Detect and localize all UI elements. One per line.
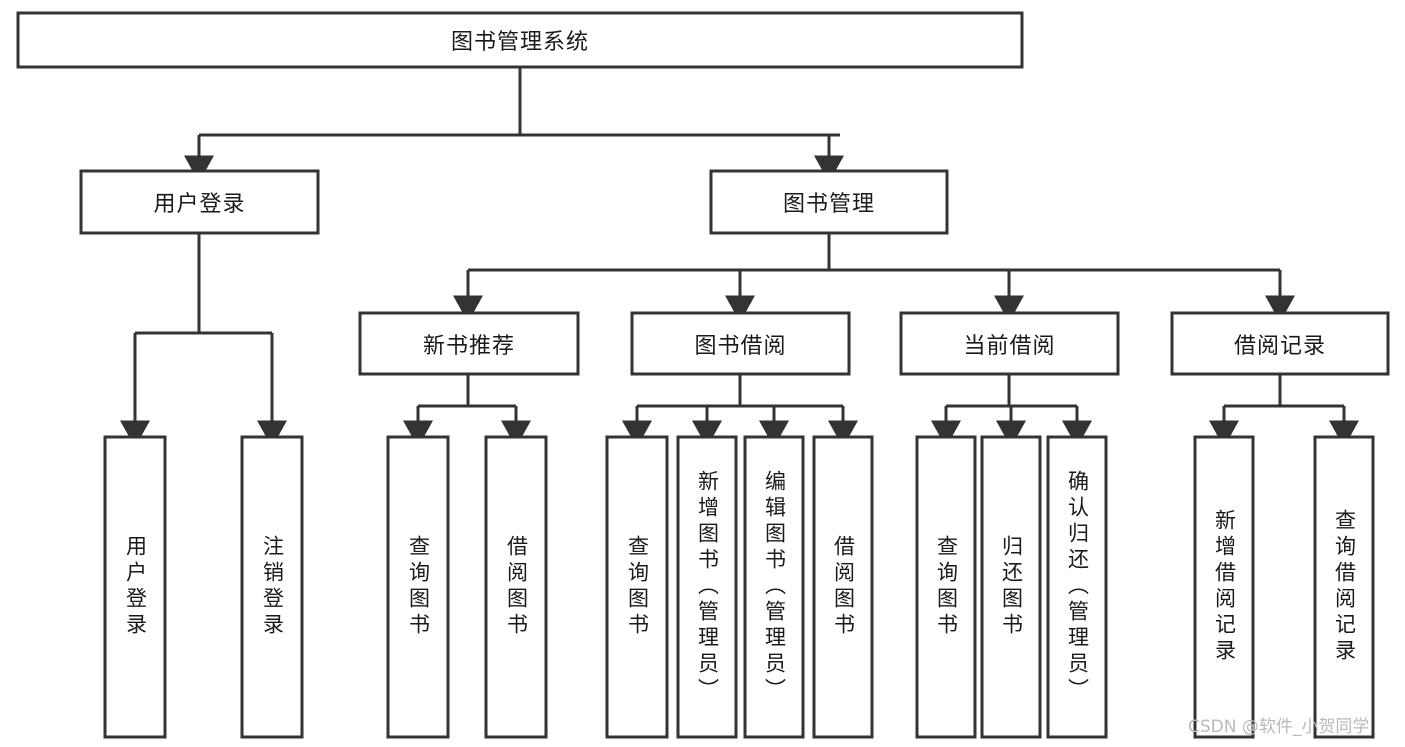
node-box-leaf-query-book-recommend[interactable] (386, 435, 450, 739)
node-box-current-borrow[interactable] (899, 311, 1120, 376)
connector-user-login-to-leaves (120, 233, 287, 448)
connector-borrow-record-to-leaves (1209, 374, 1359, 448)
node-box-book-borrow[interactable] (630, 311, 851, 376)
node-box-root[interactable] (16, 11, 1024, 69)
node-box-new-book-recommend[interactable] (358, 311, 580, 376)
node-box-borrow-record[interactable] (1170, 311, 1390, 376)
node-box-leaf-query-book-current[interactable] (915, 435, 977, 739)
connector-book-manage-to-level3 (453, 233, 1295, 323)
connector-root-to-level2 (184, 67, 844, 183)
node-box-leaf-user-logout[interactable] (240, 435, 304, 739)
node-box-book-manage[interactable] (709, 169, 949, 235)
node-box-leaf-edit-book[interactable] (743, 435, 805, 739)
node-box-leaf-return-book[interactable] (980, 435, 1042, 739)
csdn-watermark: CSDN @软件_小贺同学 (1188, 717, 1370, 737)
node-box-leaf-borrow-book[interactable] (812, 435, 874, 739)
node-box-leaf-query-borrow-record[interactable] (1313, 435, 1375, 739)
node-box-leaf-borrow-book-recommend[interactable] (484, 435, 548, 739)
connector-new-book-recommend-to-leaves (403, 374, 531, 448)
node-box-leaf-add-borrow-record[interactable] (1193, 435, 1255, 739)
node-box-leaf-confirm-return[interactable] (1046, 435, 1108, 739)
node-box-leaf-user-login[interactable] (103, 435, 167, 739)
node-box-leaf-add-book[interactable] (676, 435, 738, 739)
connector-current-borrow-to-leaves (931, 374, 1092, 448)
node-box-user-login[interactable] (79, 169, 320, 235)
connector-book-borrow-to-leaves (622, 374, 858, 448)
node-box-leaf-query-book-borrow[interactable] (605, 435, 669, 739)
